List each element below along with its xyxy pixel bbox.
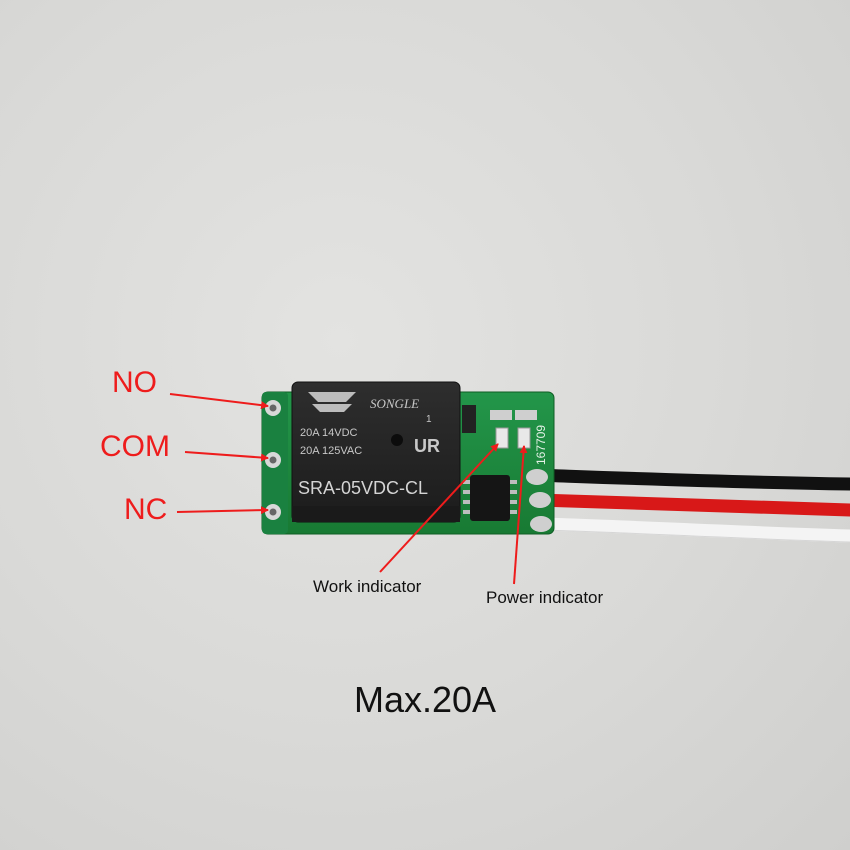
work-led [495, 427, 509, 449]
terminal-pad-nc [265, 504, 281, 520]
relay-rating-1: 20A 14VDC [300, 427, 358, 439]
wire-bundle [528, 468, 850, 543]
max-current-caption: Max.20A [353, 679, 497, 720]
solder-pad [529, 492, 551, 508]
red-wire [531, 493, 850, 517]
no-label: NO [112, 366, 157, 399]
solder-pad [526, 469, 548, 485]
white-wire [533, 517, 850, 543]
power-indicator-arrow [513, 445, 528, 585]
no-arrow [169, 393, 269, 410]
ur-cert-mark: UR [414, 436, 440, 456]
relay-pin-mark: 1 [426, 414, 432, 425]
power-indicator-label: Power indicator [486, 588, 604, 607]
terminal-pad-no [265, 400, 281, 416]
relay-brand: SONGLE [370, 396, 419, 411]
solder-pad [530, 516, 552, 532]
relay-rating-2: 20A 125VAC [300, 445, 362, 457]
board-code: 167709 [534, 425, 548, 465]
work-indicator-arrow [379, 443, 499, 573]
relay: SONGLE 1 20A 14VDC 20A 125VAC UR SRA-05V… [291, 381, 461, 523]
relay-model: SRA-05VDC-CL [298, 478, 428, 498]
work-indicator-label: Work indicator [313, 577, 422, 596]
black-wire [528, 468, 850, 491]
nc-arrow [176, 506, 269, 515]
songle-logo-icon [308, 392, 356, 412]
terminal-pad-com [265, 452, 281, 468]
power-led [517, 427, 531, 449]
ic-chip [470, 475, 510, 521]
callout-arrows [169, 393, 528, 585]
relay-hole-icon [391, 434, 403, 446]
com-label: COM [100, 430, 170, 463]
com-arrow [184, 451, 269, 462]
nc-label: NC [124, 493, 168, 526]
